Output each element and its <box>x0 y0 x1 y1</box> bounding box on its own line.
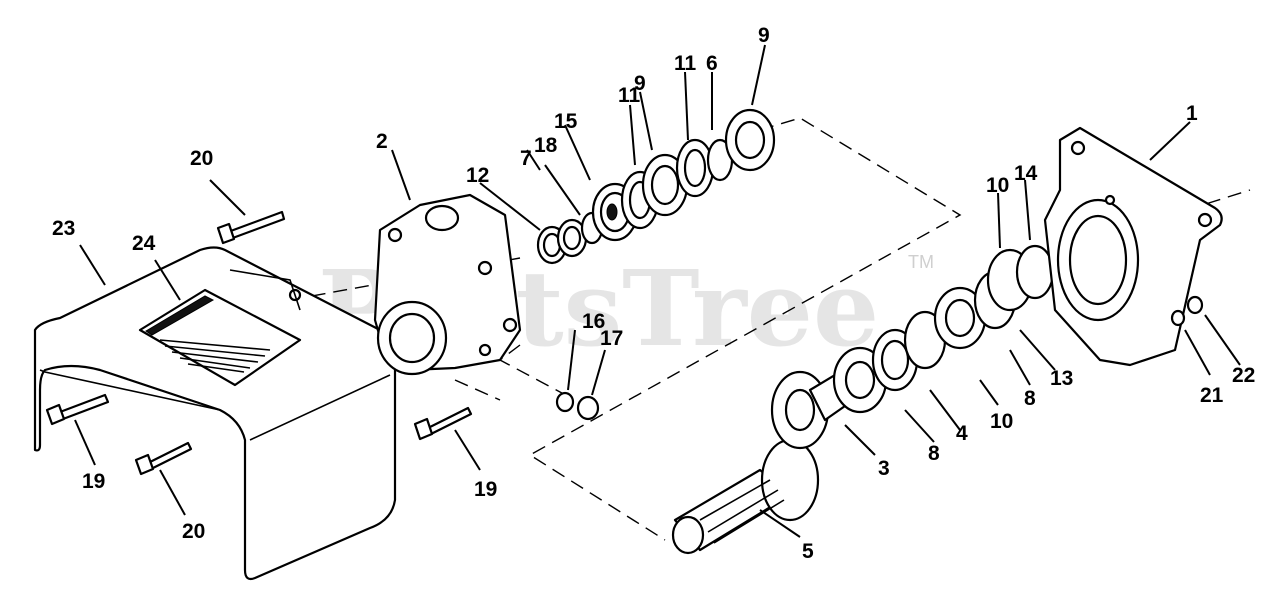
callout-19-right: 19 <box>474 478 497 501</box>
callout-1: 1 <box>1186 102 1198 125</box>
bolt-part-19-right <box>413 406 473 441</box>
callout-23: 23 <box>52 217 75 240</box>
bolt-part-19-left <box>45 393 110 426</box>
watermark-trademark: TM <box>908 252 934 272</box>
bolt-part-20-bottom <box>134 441 193 476</box>
leader-lines <box>74 44 1241 538</box>
washer-part-7 <box>556 218 588 258</box>
callout-16: 16 <box>582 310 605 333</box>
callout-6: 6 <box>706 52 718 75</box>
callout-3: 3 <box>878 457 890 480</box>
bearing-part-8-upper <box>933 286 987 350</box>
callout-21: 21 <box>1200 384 1224 407</box>
callout-10-lower: 10 <box>990 410 1013 433</box>
callout-11-right: 11 <box>674 52 697 75</box>
cover-plate-part-1 <box>1043 126 1223 367</box>
callout-10-upper: 10 <box>986 174 1009 197</box>
callout-13: 13 <box>1050 367 1073 390</box>
callout-8-upper: 8 <box>1024 387 1036 410</box>
callout-11-left: 11 <box>618 84 641 107</box>
callout-labels: 1 2 3 4 5 6 7 8 8 9 9 10 10 11 11 12 13 … <box>52 24 1255 563</box>
callout-2: 2 <box>376 130 388 153</box>
callout-5: 5 <box>802 540 814 563</box>
callout-17: 17 <box>600 327 623 350</box>
shield-cover-part-23 <box>33 246 397 581</box>
callout-14: 14 <box>1014 162 1038 185</box>
ring-part-14 <box>1015 244 1055 300</box>
callout-22: 22 <box>1232 364 1255 387</box>
callout-4: 4 <box>956 422 968 445</box>
callout-9-middle: 9 <box>634 72 646 95</box>
bolt-part-20-top <box>216 210 286 245</box>
callout-20-top: 20 <box>190 147 213 170</box>
callout-9-top: 9 <box>758 24 770 47</box>
bearing-part-9-top <box>724 108 776 172</box>
callout-20-bottom: 20 <box>182 520 205 543</box>
callout-7: 7 <box>520 147 532 170</box>
cup-part-11-right <box>675 138 715 198</box>
callout-18: 18 <box>534 134 558 157</box>
callout-24: 24 <box>132 232 156 255</box>
housing-part-2 <box>229 193 522 376</box>
callout-8-lower: 8 <box>928 442 940 465</box>
nut-part-22 <box>1186 295 1204 315</box>
output-shaft-part-5 <box>671 438 820 555</box>
plug-part-17 <box>576 395 600 421</box>
washer-part-16 <box>555 391 575 413</box>
callout-12: 12 <box>466 164 489 187</box>
decal-part-24 <box>138 288 302 387</box>
callout-19-left: 19 <box>82 470 105 493</box>
washer-part-21 <box>1170 309 1186 327</box>
callout-15: 15 <box>554 110 578 133</box>
